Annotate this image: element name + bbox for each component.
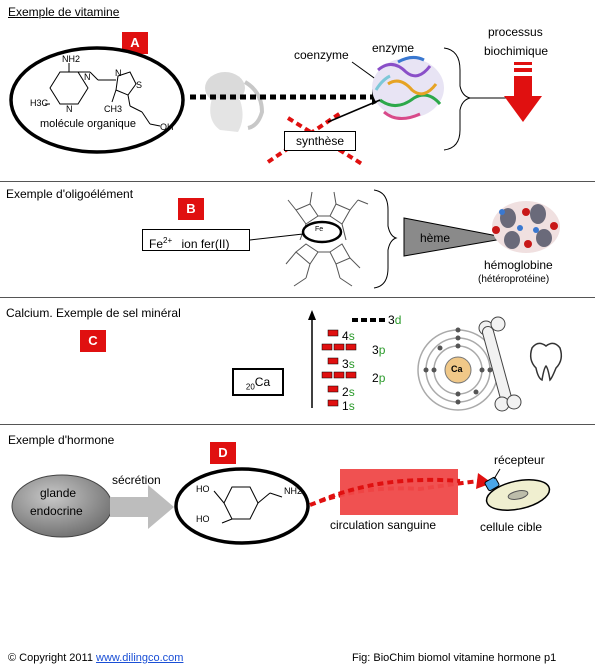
orbital-3p	[321, 343, 357, 351]
tooth-icon	[529, 342, 563, 382]
atom-n3: N	[115, 68, 122, 78]
orbital-2p	[321, 371, 357, 379]
curly-brace-a	[443, 47, 471, 151]
hormone-path	[309, 479, 481, 507]
atom-n2: N	[66, 104, 73, 114]
heme-label: hème	[420, 231, 451, 245]
ion-name: ion fer(II)	[181, 237, 230, 251]
enzyme-structure	[372, 55, 444, 120]
divider-2	[0, 297, 595, 298]
heme-cone	[403, 217, 509, 257]
badge-b: B	[178, 198, 204, 220]
atom-ch3: CH3	[104, 104, 122, 114]
energy-level-diagram	[308, 310, 563, 412]
oligo-diagram	[249, 189, 560, 289]
heteroprotein-label: (hétéroprotéine)	[478, 274, 550, 285]
hemoglobin-label: hémoglobine	[484, 258, 553, 272]
hormone-ellipse	[174, 467, 310, 545]
porphyrin-structure	[285, 191, 369, 287]
copyright-text: Copyright 2011	[19, 652, 93, 664]
orbital-1s	[327, 399, 339, 407]
badge-c: C	[80, 330, 106, 352]
process-label-line2: biochimique	[484, 44, 549, 58]
atom-nh2: NH2	[62, 54, 80, 64]
curly-brace-b	[373, 189, 398, 289]
secretion-arrow	[110, 485, 174, 529]
level-2s: 2s	[342, 385, 355, 399]
level-2p: 2p	[372, 371, 386, 385]
secretion-label: sécrétion	[112, 473, 161, 487]
iron-ellipse	[301, 220, 343, 244]
level-3p: 3p	[372, 343, 386, 357]
circulation-label: circulation sanguine	[330, 518, 437, 532]
badge-a: A	[122, 32, 148, 54]
hormone-diagram	[11, 467, 551, 545]
ion-charge: 2+	[163, 236, 173, 245]
ion-box: Fe2+ ion fer(II)	[142, 229, 250, 251]
gland-label-line1: glande	[40, 486, 77, 500]
human-figure	[205, 72, 265, 132]
molecule-ellipse	[9, 46, 185, 154]
atom-h3c: H3C	[30, 98, 49, 108]
gland-label-line2: endocrine	[30, 504, 83, 518]
orbital-2s	[327, 385, 339, 393]
badge-d: D	[210, 442, 236, 464]
level-1s: 1s	[342, 399, 355, 413]
bone-icon	[478, 316, 522, 412]
orbital-3s	[327, 357, 339, 365]
circulation-box	[340, 469, 458, 515]
atom-s: S	[136, 80, 142, 90]
footer-figure-caption: Fig: BioChim biomol vitamine hormone p1	[352, 652, 557, 664]
atom-ho1: HO	[196, 484, 210, 494]
copyright-symbol: ©	[8, 652, 17, 664]
footer-copyright: © Copyright 2011 www.dilingco.com	[8, 652, 183, 664]
synthese-box: synthèse	[284, 131, 356, 151]
hemoglobin-structure	[492, 201, 560, 253]
thiazole-ring	[115, 71, 137, 96]
ca-symbol: Ca	[254, 375, 271, 389]
orbital-4s	[327, 329, 339, 337]
process-label-line1: processus	[488, 25, 543, 39]
divider-1	[0, 181, 595, 182]
molecule-label: molécule organique	[40, 118, 137, 130]
target-cell-label: cellule cible	[480, 520, 543, 534]
atom-nh2-hormone: NH2	[284, 486, 303, 496]
level-4s: 4s	[342, 329, 355, 343]
atom-n1: N	[84, 72, 91, 82]
iron-center-label: Fe	[315, 226, 324, 233]
footer-link[interactable]: www.dilingco.com	[96, 652, 184, 664]
bohr-center-label: Ca	[451, 364, 463, 374]
ca-atomic-number: 20	[245, 382, 255, 392]
divider-3	[0, 424, 595, 425]
level-3d: 3d	[388, 313, 402, 327]
process-arrow-red	[504, 62, 542, 122]
vitamin-diagram: NH2 N N H3C N S CH3 OH	[9, 46, 542, 166]
atom-oh: OH	[160, 122, 174, 132]
atom-ho2: HO	[196, 514, 210, 524]
section-title-hormone: Exemple d'hormone	[8, 433, 115, 447]
receptor-label: récepteur	[494, 453, 545, 467]
receptor-icon	[484, 476, 500, 492]
section-title-vitamin: Exemple de vitamine	[8, 5, 120, 19]
coenzyme-label: coenzyme	[294, 48, 349, 62]
section-title-oligo: Exemple d'oligoélément	[6, 187, 134, 201]
ca-box: 20Ca	[232, 368, 284, 396]
section-title-calcium: Calcium. Exemple de sel minéral	[6, 306, 181, 320]
enzyme-label: enzyme	[372, 41, 415, 55]
ion-symbol: Fe	[149, 237, 164, 251]
level-3s: 3s	[342, 357, 355, 371]
